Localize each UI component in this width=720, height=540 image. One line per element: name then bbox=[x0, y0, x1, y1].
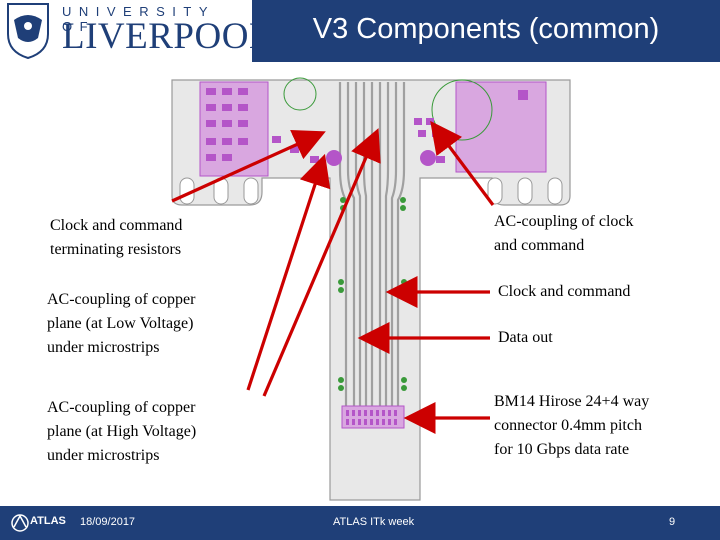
footer-event: ATLAS ITk week bbox=[333, 516, 415, 528]
label-ac-coupling-high-voltage: AC-coupling of copper plane (at High Vol… bbox=[47, 399, 197, 464]
footer-date: 18/09/2017 bbox=[80, 516, 136, 528]
arrow-ac-low bbox=[246, 153, 331, 391]
label-clock-and-command: Clock and command bbox=[498, 283, 631, 300]
label-connector: BM14 Hirose 24+4 way connector 0.4mm pit… bbox=[494, 393, 650, 458]
arrow-ac-clock bbox=[430, 120, 495, 206]
label-ac-coupling-clock: AC-coupling of clock and command bbox=[494, 213, 634, 254]
pad-left bbox=[326, 150, 342, 166]
atlas-logo-icon bbox=[11, 514, 29, 532]
footer-page-number: 9 bbox=[669, 516, 676, 528]
city-word: LIVERPOOL bbox=[62, 16, 273, 57]
university-logo: UNIVERSITY OF LIVERPOOL bbox=[0, 0, 272, 62]
page-title: V3 Components (common) bbox=[312, 13, 660, 45]
slide-header: UNIVERSITY OF LIVERPOOL V3 Components (c… bbox=[0, 0, 720, 62]
component-area-right bbox=[455, 81, 547, 173]
label-clock-terminating-resistors: Clock and command terminating resistors bbox=[50, 217, 183, 258]
atlas-logo-text: ATLAS bbox=[30, 515, 66, 527]
arrow-ac-high bbox=[262, 128, 381, 397]
arrow-clock-term bbox=[171, 129, 326, 203]
slide-footer: ATLAS 18/09/2017 ATLAS ITk week 9 bbox=[0, 506, 720, 540]
pad-right bbox=[420, 150, 436, 166]
university-word: UNIVERSITY OF bbox=[62, 4, 215, 34]
component-area-left bbox=[199, 81, 269, 177]
crest-icon bbox=[7, 3, 49, 60]
title-bar: V3 Components (common) bbox=[252, 0, 720, 62]
label-data-out: Data out bbox=[498, 329, 553, 346]
label-ac-coupling-low-voltage: AC-coupling of copper plane (at Low Volt… bbox=[47, 291, 196, 356]
